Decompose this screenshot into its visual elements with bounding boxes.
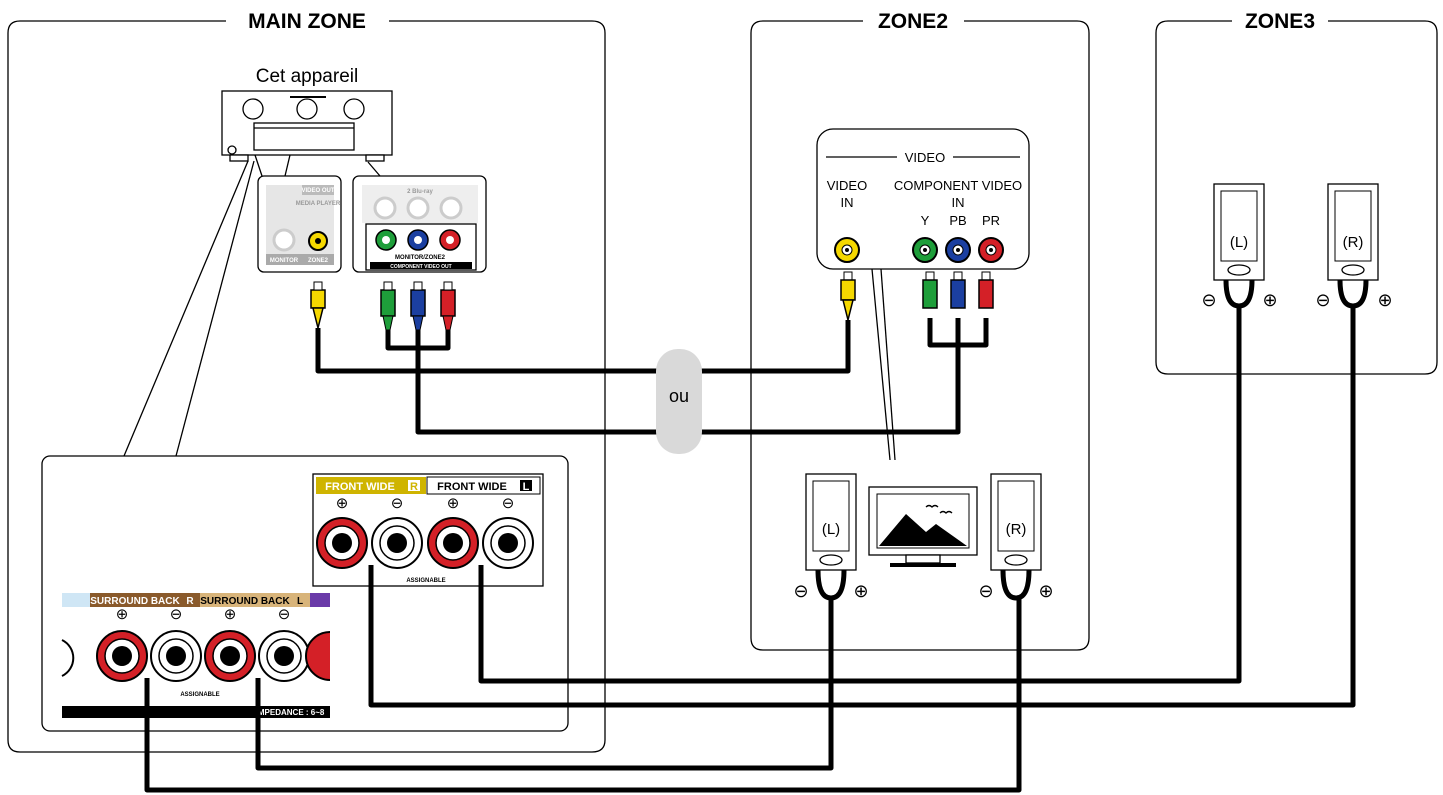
zone3-speaker-right-plus: ⊕ bbox=[1377, 290, 1392, 310]
zone2-speaker-right-plus: ⊕ bbox=[1038, 581, 1053, 601]
zone2-speaker-right-label: (R) bbox=[1006, 521, 1027, 538]
surround-back-terminals: ⊕ ⊖ ⊕ ⊖ bbox=[61, 606, 331, 682]
tv-pb-label: PB bbox=[949, 213, 966, 228]
impedance-label: IMPEDANCE : 6~8 bbox=[256, 708, 325, 717]
svg-text:⊖: ⊖ bbox=[502, 495, 515, 512]
zone3-speaker-left-minus: ⊖ bbox=[1201, 290, 1216, 310]
surround-back-r-label: SURROUND BACK bbox=[90, 596, 180, 607]
tv-video-in-line2: IN bbox=[841, 195, 854, 210]
component-video-cable bbox=[385, 318, 989, 435]
zone2-speaker-left-cable bbox=[255, 618, 834, 771]
front-wide-r-badge-text: R bbox=[410, 481, 418, 493]
speaker-terminal-frame bbox=[41, 455, 569, 732]
zone3-speaker-left-plus: ⊕ bbox=[1262, 290, 1277, 310]
tv-component-line2: IN bbox=[952, 195, 965, 210]
front-wide-r-badge bbox=[408, 480, 420, 491]
zone2-jack-label: ZONE2 bbox=[308, 258, 329, 264]
surround-back-r-badge: R bbox=[186, 596, 194, 607]
or-option-label: ou bbox=[669, 386, 689, 406]
zone3-frame bbox=[1155, 20, 1438, 375]
tv-video-in-line1: VIDEO bbox=[827, 178, 867, 193]
zone2-speaker-right bbox=[990, 473, 1042, 618]
zone2-tv bbox=[868, 486, 978, 567]
svg-text:⊕: ⊕ bbox=[336, 495, 349, 512]
zone3-speaker-right-label: (R) bbox=[1343, 234, 1364, 251]
tv-pr-label: PR bbox=[982, 213, 1000, 228]
surround-back-l-badge: L bbox=[297, 596, 303, 607]
monitor-label: MONITOR bbox=[270, 258, 299, 264]
zone2-speaker-right-minus: ⊖ bbox=[978, 581, 993, 601]
surround-back-l-label: SURROUND BACK bbox=[200, 596, 290, 607]
zone3-speaker-right-cable bbox=[368, 306, 1356, 708]
tv-y-label: Y bbox=[921, 213, 930, 228]
receiver-plugs bbox=[310, 281, 456, 331]
media-player-label: MEDIA PLAYER bbox=[296, 201, 341, 207]
zone3-speaker-left bbox=[1213, 183, 1265, 309]
component-monitor-zone2-label: MONITOR/ZONE2 bbox=[395, 255, 446, 261]
composite-video-cable bbox=[315, 320, 851, 374]
tv-video-header: VIDEO bbox=[905, 150, 945, 165]
zone2-speaker-right-cable bbox=[144, 618, 1022, 793]
zoom-lines bbox=[123, 154, 381, 457]
svg-text:⊖: ⊖ bbox=[391, 495, 404, 512]
tv-side-plugs bbox=[840, 271, 994, 321]
device-label: Cet appareil bbox=[256, 66, 358, 87]
receiver-front bbox=[221, 90, 393, 162]
zone3-title: ZONE3 bbox=[1245, 10, 1315, 33]
main-zone-title: MAIN ZONE bbox=[248, 10, 366, 33]
svg-text:⊖: ⊖ bbox=[278, 606, 291, 623]
zone2-speaker-left-minus: ⊖ bbox=[793, 581, 808, 601]
zone3-speaker-right bbox=[1327, 183, 1379, 309]
zone2-frame bbox=[750, 20, 1090, 651]
surround-back-assignable: ASSIGNABLE bbox=[180, 692, 219, 698]
zone2-speaker-left-label: (L) bbox=[822, 521, 840, 538]
svg-text:⊖: ⊖ bbox=[170, 606, 183, 623]
zone3-speaker-right-minus: ⊖ bbox=[1315, 290, 1330, 310]
surround-back-panel bbox=[62, 592, 330, 720]
rear-video-panel: VIDEO OUT MEDIA PLAYER MONITOR ZONE2 2 B… bbox=[257, 175, 487, 273]
zone2-speaker-left-plus: ⊕ bbox=[853, 581, 868, 601]
component-video-out-label: COMPONENT VIDEO OUT bbox=[390, 264, 451, 270]
zone3-speaker-left-label: (L) bbox=[1230, 234, 1248, 251]
svg-text:⊕: ⊕ bbox=[447, 495, 460, 512]
svg-text:⊕: ⊕ bbox=[116, 606, 129, 623]
zone2-speaker-left bbox=[805, 473, 857, 618]
front-wide-assignable: ASSIGNABLE bbox=[406, 578, 445, 584]
front-wide-l-label: FRONT WIDE bbox=[437, 481, 507, 493]
or-option-marker bbox=[656, 349, 702, 454]
tv-input-panel bbox=[816, 128, 1030, 461]
svg-text:⊕: ⊕ bbox=[224, 606, 237, 623]
blu-ray-label: 2 Blu-ray bbox=[407, 189, 433, 195]
front-wide-l-badge-text: L bbox=[523, 481, 530, 493]
tv-component-line1: COMPONENT VIDEO bbox=[894, 178, 1022, 193]
main-zone-frame bbox=[7, 20, 606, 753]
zone2-title: ZONE2 bbox=[878, 10, 948, 33]
tv-jacks bbox=[834, 237, 1004, 263]
front-wide-terminals: ⊕ ⊖ ⊕ ⊖ bbox=[316, 495, 534, 569]
front-wide-r-label: FRONT WIDE bbox=[325, 481, 395, 493]
front-wide-l-badge bbox=[520, 480, 532, 491]
zone3-speaker-left-cable bbox=[478, 306, 1242, 684]
video-out-header: VIDEO OUT bbox=[301, 188, 334, 194]
